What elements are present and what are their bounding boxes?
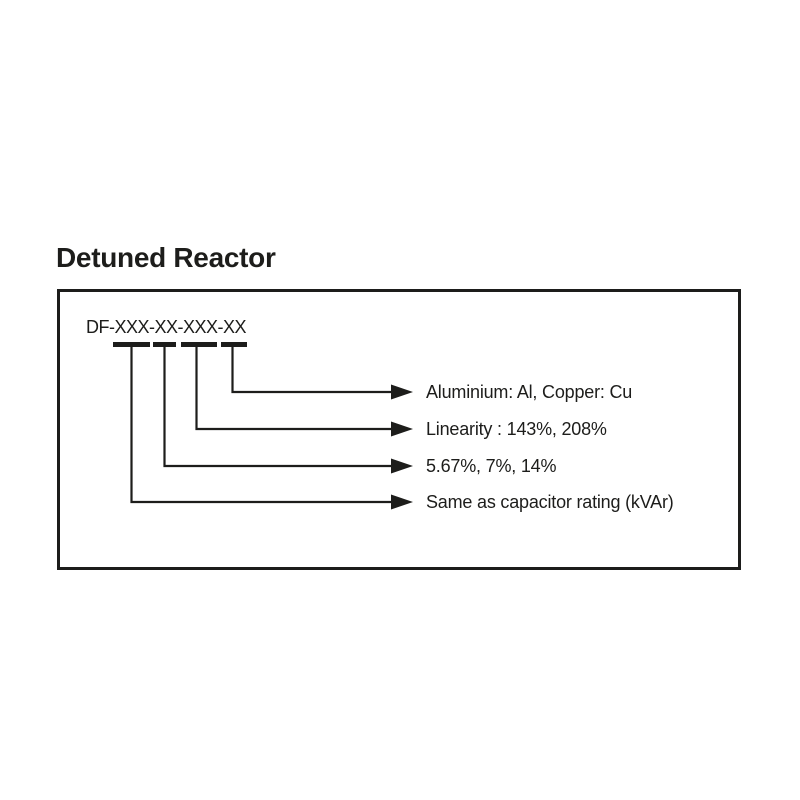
- page-title: Detuned Reactor: [56, 242, 276, 273]
- label-conductor-material: Aluminium: Al, Copper: Cu: [426, 382, 633, 402]
- label-detuning-factor: 5.67%, 7%, 14%: [426, 456, 557, 476]
- part-number-code: DF-XXX-XX-XXX-XX: [86, 317, 247, 337]
- label-capacitor-rating: Same as capacitor rating (kVAr): [426, 492, 674, 512]
- label-linearity: Linearity : 143%, 208%: [426, 419, 607, 439]
